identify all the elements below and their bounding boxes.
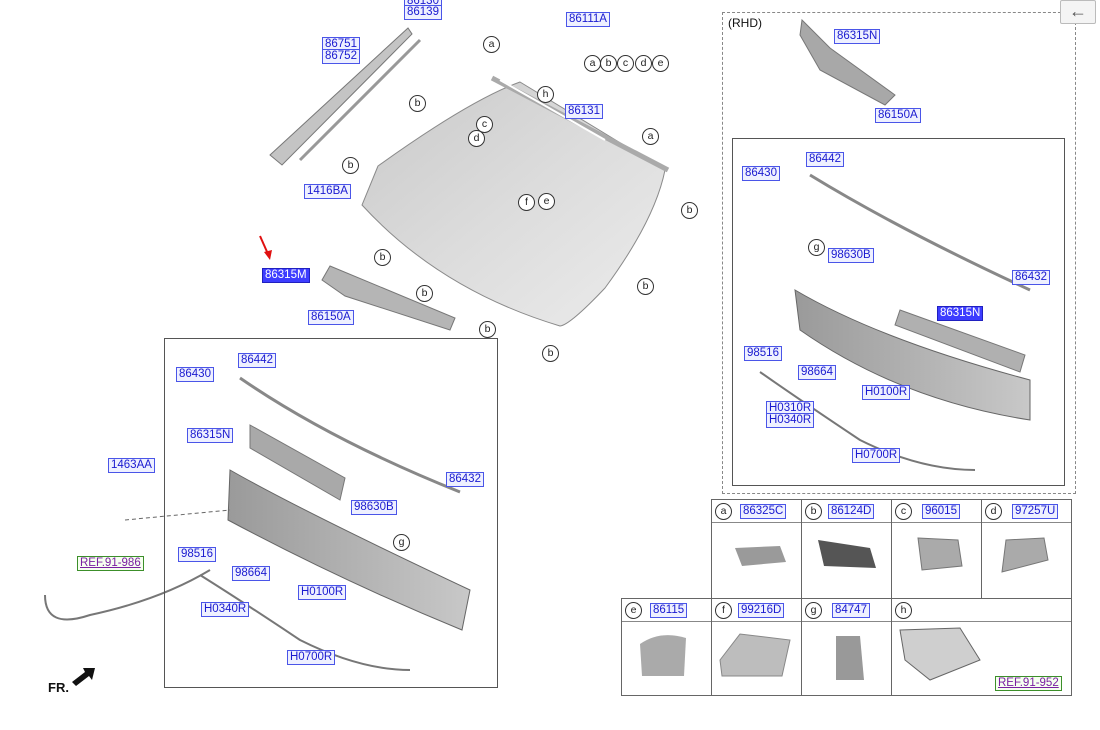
part-86315n[interactable]: 86315N xyxy=(187,428,234,443)
ref-91-952-link[interactable]: REF.91-952 xyxy=(995,676,1062,691)
callout-b: b xyxy=(374,249,391,266)
red-arrow-icon xyxy=(259,235,272,260)
callout-b: b xyxy=(416,285,433,302)
seal-assembly-box-left xyxy=(164,338,498,688)
part-86752[interactable]: 86752 xyxy=(322,49,360,64)
cowl-panel-left xyxy=(227,469,471,631)
cowl-panel-rhd xyxy=(794,289,1031,421)
table-letter-f: f xyxy=(715,602,732,619)
back-button[interactable]: ← xyxy=(1060,0,1096,24)
callout-b: b xyxy=(409,95,426,112)
part-98630b-rhd[interactable]: 98630B xyxy=(828,248,874,263)
part-98664[interactable]: 98664 xyxy=(232,566,270,581)
table-part-b[interactable]: 86124D xyxy=(828,504,875,519)
part-1416ba[interactable]: 1416BA xyxy=(304,184,351,199)
callout-e: e xyxy=(538,193,555,210)
part-98516-rhd[interactable]: 98516 xyxy=(744,346,782,361)
part-86315m-selected[interactable]: 86315M xyxy=(262,268,310,283)
windshield-glass xyxy=(361,81,666,327)
part-h0700r[interactable]: H0700R xyxy=(287,650,336,665)
cowl-cover-left xyxy=(249,424,346,501)
callout-b: b xyxy=(681,202,698,219)
part-86430[interactable]: 86430 xyxy=(176,367,214,382)
part-86315n-rhd-highlighted[interactable]: 86315N xyxy=(937,306,984,321)
part-86111a[interactable]: 86111A xyxy=(566,12,610,27)
rhd-region xyxy=(722,12,1076,494)
callout-b: b xyxy=(637,278,654,295)
part-1463aa[interactable]: 1463AA xyxy=(108,458,155,473)
callout-f: f xyxy=(518,194,535,211)
table-letter-d: d xyxy=(985,503,1002,520)
part-h0340r[interactable]: H0340R xyxy=(201,602,250,617)
callout-g: g xyxy=(808,239,825,256)
front-arrow xyxy=(72,668,95,686)
callout-b: b xyxy=(342,157,359,174)
part-86131[interactable]: 86131 xyxy=(565,104,603,119)
table-letter-h: h xyxy=(895,602,912,619)
table-letter-c: c xyxy=(895,503,912,520)
part-98664-rhd[interactable]: 98664 xyxy=(798,365,836,380)
front-label: FR. xyxy=(48,680,69,695)
table-part-f[interactable]: 99216D xyxy=(738,603,785,618)
part-h0700r-rhd[interactable]: H0700R xyxy=(852,448,901,463)
callout-e: e xyxy=(652,55,669,72)
part-86430-rhd[interactable]: 86430 xyxy=(742,166,780,181)
cowl-cover-rhd-top xyxy=(799,18,896,106)
table-part-a[interactable]: 86325C xyxy=(740,504,787,519)
callout-b: b xyxy=(479,321,496,338)
part-98516[interactable]: 98516 xyxy=(178,547,216,562)
part-98630b[interactable]: 98630B xyxy=(351,500,397,515)
part-h0340r-rhd[interactable]: H0340R xyxy=(766,413,815,428)
ref-91-986-link[interactable]: REF.91-986 xyxy=(77,556,144,571)
rhd-label: (RHD) xyxy=(728,16,762,30)
callout-h: h xyxy=(537,86,554,103)
part-86150a[interactable]: 86150A xyxy=(308,310,354,325)
table-letter-b: b xyxy=(805,503,822,520)
part-86432-rhd[interactable]: 86432 xyxy=(1012,270,1050,285)
callout-c: c xyxy=(476,116,493,133)
table-part-c[interactable]: 96015 xyxy=(922,504,960,519)
part-86442[interactable]: 86442 xyxy=(238,353,276,368)
part-h0100r-rhd[interactable]: H0100R xyxy=(862,385,911,400)
callout-a: a xyxy=(642,128,659,145)
table-letter-g: g xyxy=(805,602,822,619)
callout-b: b xyxy=(542,345,559,362)
table-part-d[interactable]: 97257U xyxy=(1012,504,1059,519)
arrow-left-icon: ← xyxy=(1069,1,1087,21)
part-86315n-rhd-top[interactable]: 86315N xyxy=(834,29,881,44)
table-letter-a: a xyxy=(715,503,732,520)
cowl-top-cover xyxy=(321,265,456,331)
callout-d: d xyxy=(635,55,652,72)
table-part-e[interactable]: 86115 xyxy=(650,603,688,618)
callout-g: g xyxy=(393,534,410,551)
part-86139[interactable]: 86139 xyxy=(404,5,442,20)
callout-b: b xyxy=(600,55,617,72)
side-moulding-strip xyxy=(269,27,413,166)
part-86442-rhd[interactable]: 86442 xyxy=(806,152,844,167)
part-86751[interactable]: 86751 xyxy=(322,37,360,52)
part-h0100r[interactable]: H0100R xyxy=(298,585,347,600)
callout-d: d xyxy=(468,130,485,147)
callout-a: a xyxy=(584,55,601,72)
callout-a: a xyxy=(483,36,500,53)
table-letter-e: e xyxy=(625,602,642,619)
part-86432[interactable]: 86432 xyxy=(446,472,484,487)
seal-assembly-box-rhd xyxy=(732,138,1065,486)
table-part-g[interactable]: 84747 xyxy=(832,603,870,618)
callout-c: c xyxy=(617,55,634,72)
cowl-cover-rhd xyxy=(894,309,1026,373)
part-86150a-rhd[interactable]: 86150A xyxy=(875,108,921,123)
